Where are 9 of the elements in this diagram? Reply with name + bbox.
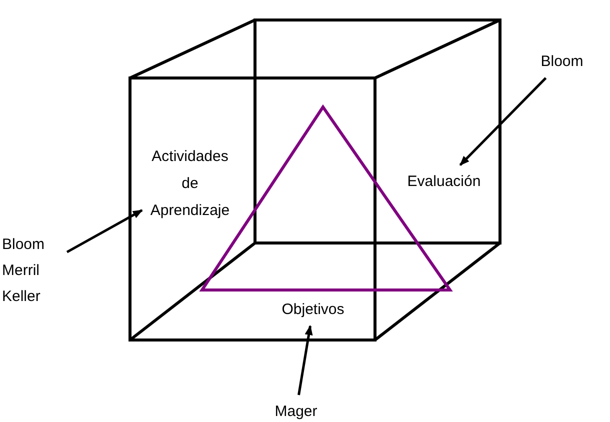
- arrow: [459, 77, 547, 166]
- arrow: [298, 325, 313, 396]
- label-text: Actividades de Aprendizaje: [145, 143, 235, 224]
- label-text: Bloom: [536, 48, 588, 75]
- label-text: Bloom Merril Keller: [2, 232, 64, 310]
- arrow: [66, 209, 143, 254]
- label-text: Evaluación: [392, 168, 496, 195]
- label-text: Objetivos: [268, 296, 358, 323]
- label-text: Mager: [266, 398, 326, 422]
